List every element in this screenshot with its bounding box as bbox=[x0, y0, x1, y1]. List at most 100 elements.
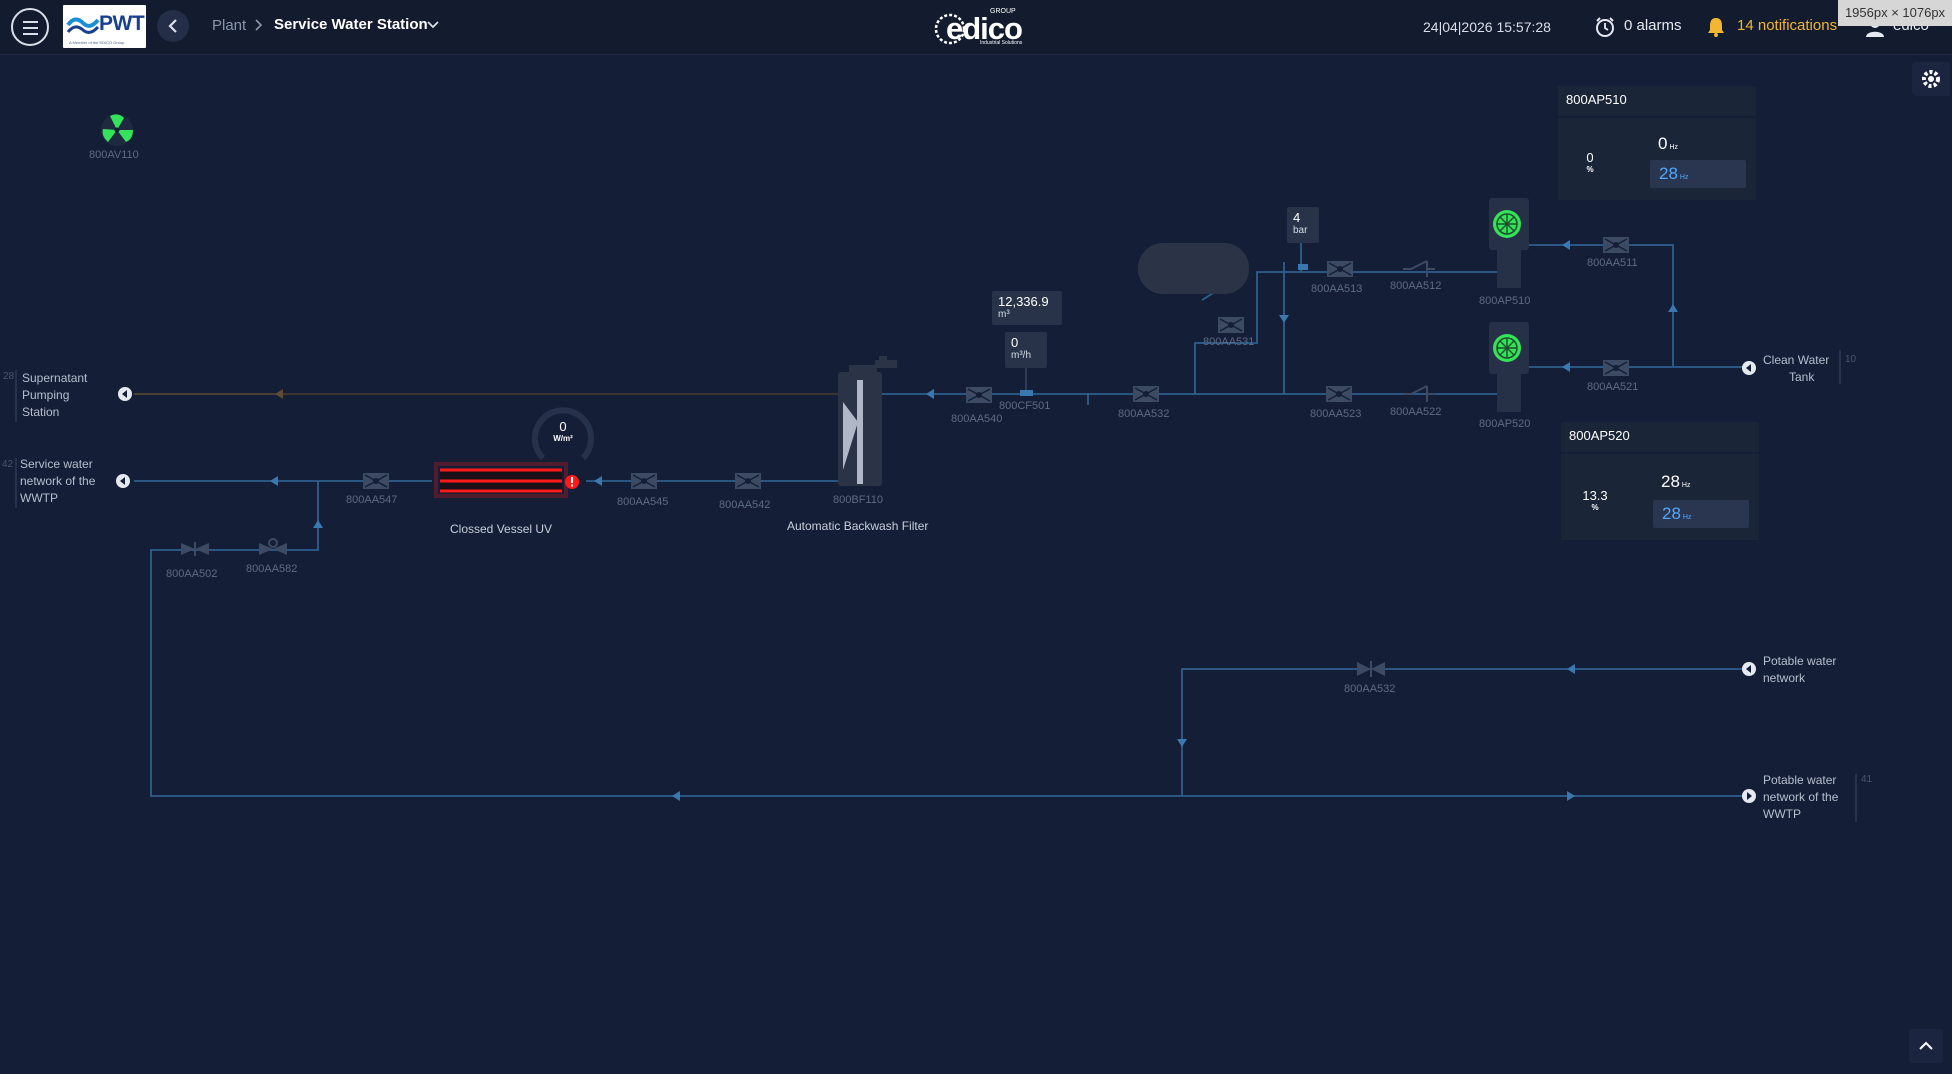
pump-520-percent: 13.3 bbox=[1582, 488, 1608, 503]
endpoint-clean-water-tank[interactable]: Clean Water Tank bbox=[1763, 353, 1830, 384]
menu-icon[interactable] bbox=[11, 8, 49, 46]
endpoint-markers bbox=[116, 361, 1756, 803]
pump-520-hz-unit: Hz bbox=[1681, 482, 1691, 489]
gear-logo-icon bbox=[934, 13, 966, 45]
tank[interactable] bbox=[1138, 243, 1249, 294]
tag-800AA511: 800AA511 bbox=[1587, 257, 1638, 269]
dimensions-badge: 1956px × 1076px bbox=[1838, 0, 1952, 26]
brand-text: edico bbox=[946, 11, 1023, 46]
valve-800AA502[interactable] bbox=[181, 542, 209, 556]
valve-800AA545[interactable] bbox=[630, 472, 658, 490]
uv-irradiance-readout: 0 W/m² bbox=[553, 419, 573, 443]
notifications-count[interactable]: 14 notifications bbox=[1737, 17, 1838, 34]
fan-icon[interactable] bbox=[101, 114, 133, 146]
pump-520-hz-actual: 28 bbox=[1661, 472, 1680, 491]
flow-meter-sensor[interactable] bbox=[1020, 390, 1033, 396]
tag-800AA531: 800AA531 bbox=[1203, 336, 1255, 348]
chevron-up-icon bbox=[1919, 1041, 1933, 1050]
flow-readout[interactable]: 0 m³/h bbox=[1005, 332, 1047, 368]
wave-logo-icon bbox=[66, 17, 100, 34]
datetime: 24|04|2026 15:57:28 bbox=[1423, 19, 1551, 35]
endpoint-potable-water[interactable]: Potable water network bbox=[1763, 654, 1837, 685]
uv-vessel[interactable] bbox=[434, 462, 568, 498]
back-button[interactable] bbox=[157, 10, 189, 42]
tag-800AA521: 800AA521 bbox=[1587, 381, 1639, 393]
pressure-sensor[interactable] bbox=[1298, 264, 1308, 270]
tag-800AA523: 800AA523 bbox=[1310, 408, 1362, 420]
valve-800AA523[interactable] bbox=[1325, 385, 1353, 403]
gear-icon bbox=[1922, 70, 1940, 88]
brand-sub: Industrial Solutions bbox=[980, 40, 1023, 46]
tag-800AA532-potable: 800AA532 bbox=[1344, 683, 1396, 695]
tag-800AV110: 800AV110 bbox=[89, 149, 139, 161]
endpoint-service-water[interactable]: Service water network of the WWTP bbox=[20, 457, 96, 505]
tag-800AP520: 800AP520 bbox=[1479, 418, 1531, 430]
edico-brand-logo: edico GROUP Industrial Solutions bbox=[932, 5, 1028, 49]
alarm-clock-icon[interactable] bbox=[1594, 16, 1616, 38]
pump-520-percent-unit: % bbox=[1591, 503, 1599, 512]
pump-800AP510[interactable] bbox=[1489, 198, 1529, 288]
tag-800AA540: 800AA540 bbox=[951, 413, 1003, 425]
tag-800AA502: 800AA502 bbox=[166, 568, 218, 580]
breadcrumb-plant[interactable]: Plant bbox=[212, 17, 247, 34]
bell-icon[interactable] bbox=[1707, 16, 1725, 38]
endpoint-number-10: 10 bbox=[1845, 354, 1857, 365]
endpoint-number-41: 41 bbox=[1861, 774, 1873, 785]
valve-800AA511[interactable] bbox=[1602, 236, 1630, 254]
pump-510-percent-unit: % bbox=[1586, 165, 1594, 174]
endpoint-supernatant[interactable]: Supernatant Pumping Station bbox=[22, 371, 88, 419]
tag-800BF110: 800BF110 bbox=[833, 494, 883, 506]
valve-800AA513[interactable] bbox=[1326, 260, 1354, 278]
valve-800AA540[interactable] bbox=[965, 386, 993, 404]
backwash-filter[interactable] bbox=[838, 356, 897, 486]
pressure-readout[interactable]: 4 bar bbox=[1287, 207, 1319, 243]
valve-800AA547[interactable] bbox=[362, 472, 390, 490]
valve-800AA532-potable[interactable] bbox=[1357, 661, 1385, 677]
uv-vessel-label: Clossed Vessel UV bbox=[450, 522, 553, 536]
pwt-logo[interactable]: PWT A Member of the EDICO Group bbox=[63, 5, 146, 48]
valve-800AA582[interactable] bbox=[259, 538, 287, 555]
tag-800AA542: 800AA542 bbox=[719, 499, 771, 511]
settings-button[interactable] bbox=[1912, 62, 1950, 96]
tag-800AA582: 800AA582 bbox=[246, 563, 298, 575]
endpoint-number-28: 28 bbox=[3, 371, 15, 382]
uv-alert-icon[interactable] bbox=[565, 475, 579, 489]
tag-800AA512: 800AA512 bbox=[1390, 280, 1442, 292]
valve-800AA542[interactable] bbox=[734, 472, 762, 490]
valve-800AA532[interactable] bbox=[1132, 385, 1160, 403]
pump-510-title: 800AP510 bbox=[1566, 92, 1627, 107]
flow-arrows bbox=[270, 240, 1678, 801]
breadcrumb-current[interactable]: Service Water Station bbox=[274, 16, 428, 33]
tag-800CF501: 800CF501 bbox=[999, 400, 1051, 412]
scroll-to-top-button[interactable] bbox=[1909, 1029, 1943, 1063]
endpoint-dividers bbox=[15, 350, 1857, 822]
top-bar: PWT A Member of the EDICO Group Plant Se… bbox=[0, 0, 1952, 55]
endpoint-potable-wwtp[interactable]: Potable water network of the WWTP bbox=[1763, 773, 1839, 821]
tag-800AA532: 800AA532 bbox=[1118, 408, 1170, 420]
valve-800AA521[interactable] bbox=[1602, 359, 1630, 377]
pump-800AP520[interactable] bbox=[1489, 322, 1529, 412]
logo-subtitle: A Member of the EDICO Group bbox=[69, 40, 125, 45]
uv-irradiance-gauge bbox=[532, 407, 594, 461]
valve-800AA531[interactable] bbox=[1217, 316, 1245, 334]
brand-group: GROUP bbox=[990, 8, 1016, 15]
tag-800AA522: 800AA522 bbox=[1390, 406, 1442, 418]
pump-510-percent: 0 bbox=[1586, 150, 1594, 165]
volume-readout[interactable]: 12,336.9 m³ bbox=[992, 291, 1062, 325]
tag-800AA547: 800AA547 bbox=[346, 494, 398, 506]
endpoint-number-42: 42 bbox=[2, 459, 14, 470]
tag-800AA545: 800AA545 bbox=[617, 496, 669, 508]
alarms-count[interactable]: 0 alarms bbox=[1624, 17, 1682, 34]
chevron-down-icon[interactable] bbox=[426, 18, 440, 32]
tag-800AP510: 800AP510 bbox=[1479, 295, 1531, 307]
logo-text: PWT bbox=[99, 12, 145, 35]
tag-800AA513: 800AA513 bbox=[1311, 283, 1363, 295]
check-valve-800AA512[interactable] bbox=[1402, 260, 1436, 278]
chevron-right-icon bbox=[255, 19, 263, 31]
filter-label: Automatic Backwash Filter bbox=[787, 519, 929, 533]
